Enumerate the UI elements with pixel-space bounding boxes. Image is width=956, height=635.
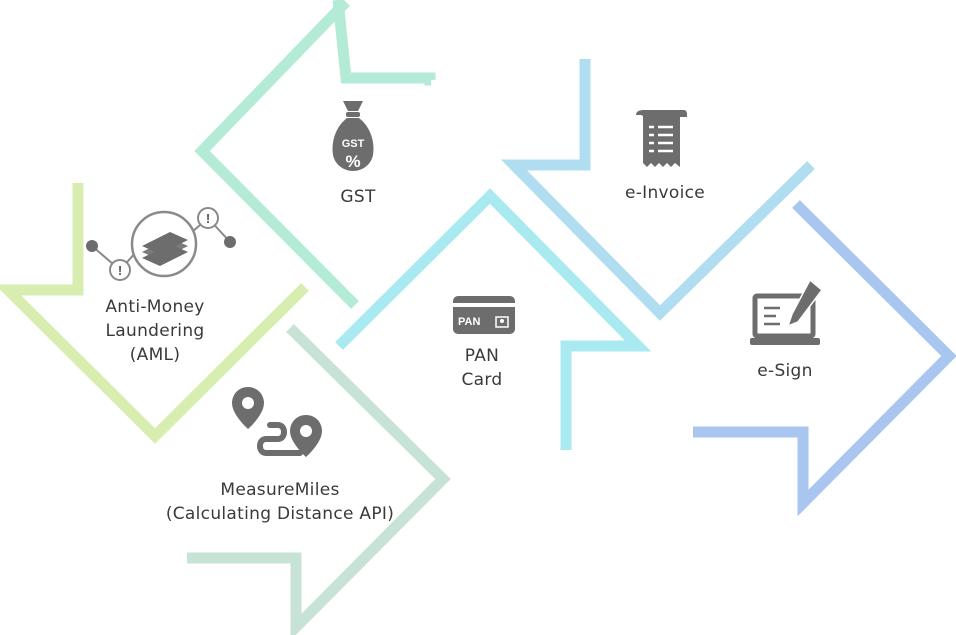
measuremiles-arrow <box>187 324 451 635</box>
svg-text:PAN: PAN <box>458 316 480 328</box>
gst-arrow <box>332 0 436 86</box>
svg-text:!: ! <box>206 211 210 226</box>
measuremiles-label: MeasureMiles (Calculating Distance API) <box>165 480 395 524</box>
route-pins-icon <box>232 387 322 457</box>
laptop-pen-icon <box>750 278 824 345</box>
money-bag-percent-icon: GST % <box>332 101 374 171</box>
id-card-icon: PAN <box>453 296 515 334</box>
einvoice-arrow <box>500 59 815 321</box>
gst-label: GST <box>340 187 376 207</box>
esign-label: e-Sign <box>757 361 813 381</box>
gst-arrow-body <box>194 0 359 309</box>
money-stack-alert-icon: ! ! <box>86 207 236 281</box>
svg-text:GST: GST <box>342 138 365 150</box>
pan-label: PAN Card <box>461 346 503 390</box>
pan-arrow <box>335 188 652 450</box>
svg-text:!: ! <box>118 263 122 278</box>
svg-text:%: % <box>345 152 360 171</box>
einvoice-label: e-Invoice <box>624 183 706 203</box>
esign-arrow <box>693 200 956 517</box>
receipt-icon <box>636 110 687 167</box>
aml-arrow <box>0 183 309 444</box>
aml-label: Anti-Money Laundering (AML) <box>105 297 205 365</box>
